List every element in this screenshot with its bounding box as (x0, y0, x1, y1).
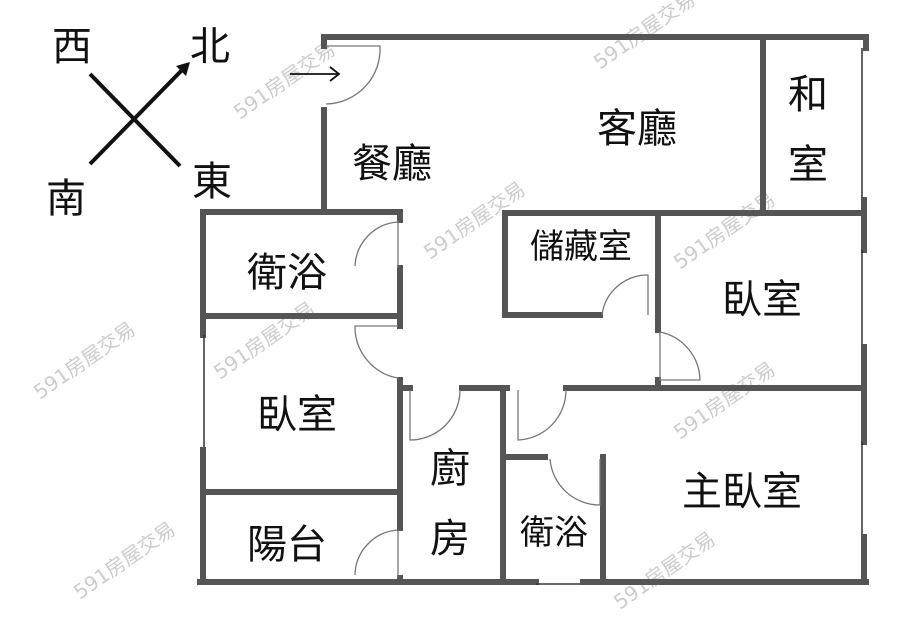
bedroom-door[interactable] (354, 325, 399, 379)
room-master-bedroom: 主臥室 (682, 469, 802, 515)
room-bedroom-2: 臥室 (257, 392, 337, 438)
room-japanese-room-2: 室 (788, 142, 828, 188)
kitchen-door[interactable] (409, 389, 461, 441)
watermark: 591房屋交易 (209, 297, 320, 384)
watermark: 591房屋交易 (29, 317, 140, 404)
bathroom-door[interactable] (354, 220, 399, 268)
entrance-arrow-icon (290, 66, 341, 82)
compass-north: 北 (190, 24, 230, 70)
room-bathroom-1: 衛浴 (247, 250, 327, 296)
room-kitchen-1: 廚 (430, 446, 470, 492)
compass-north-arrow (88, 66, 186, 166)
watermark: 591房屋交易 (669, 357, 780, 444)
room-storage: 儲藏室 (530, 227, 632, 267)
room-labels: 客廳 餐廳 和 室 衛浴 儲藏室 臥室 臥室 廚 房 主臥室 陽台 衛浴 (247, 72, 828, 568)
entrance-door[interactable] (325, 45, 381, 105)
bathroom-door-2[interactable] (549, 458, 601, 506)
room-kitchen-2: 房 (430, 516, 470, 562)
room-balcony: 陽台 (247, 522, 327, 568)
room-living-room: 客廳 (597, 106, 677, 152)
watermarks: 591房屋交易 591房屋交易 591房屋交易 591房屋交易 591房屋交易 … (29, 0, 780, 614)
balcony-door[interactable] (354, 529, 399, 578)
room-bathroom-2: 衛浴 (520, 513, 588, 553)
walls (197, 34, 869, 585)
bedroom-door-2[interactable] (659, 331, 701, 381)
watermark: 591房屋交易 (609, 527, 720, 614)
storage-door[interactable] (601, 274, 649, 316)
watermark: 591房屋交易 (419, 177, 530, 264)
doors (325, 45, 701, 578)
room-japanese-room-1: 和 (788, 72, 828, 118)
compass: 西 北 南 東 (46, 24, 232, 222)
room-dining-room: 餐廳 (352, 141, 432, 187)
arrow-head-icon (176, 62, 190, 76)
room-bedroom-1: 臥室 (722, 277, 802, 323)
compass-west: 西 (52, 24, 92, 70)
compass-east: 東 (192, 159, 232, 205)
watermark: 591房屋交易 (69, 517, 180, 604)
compass-south: 南 (46, 176, 86, 222)
master-bedroom-door[interactable] (517, 389, 567, 441)
